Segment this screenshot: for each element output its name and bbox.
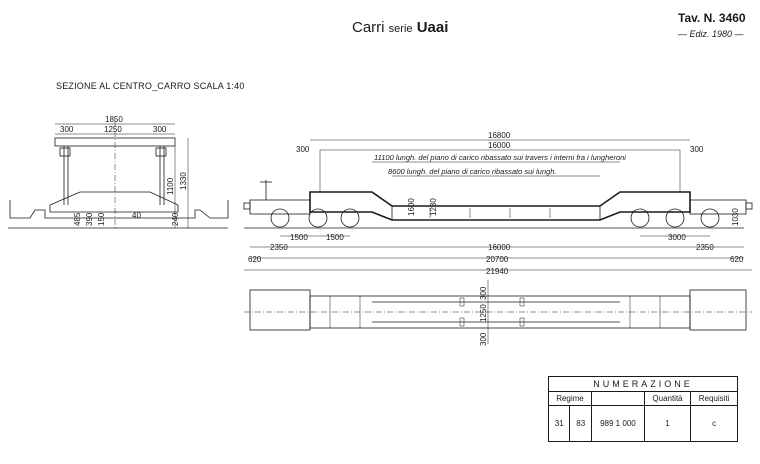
- cross-section-view: 1850 1250 300 300 1100 1330 485 390 150 …: [8, 115, 229, 230]
- title-main: Carri: [352, 19, 385, 36]
- wheel: [665, 208, 685, 228]
- dim-485: 485: [73, 212, 82, 226]
- dim-300-left-side: 300: [296, 145, 310, 154]
- dim-16800: 16800: [488, 131, 511, 140]
- dim-300-right-side: 300: [690, 145, 704, 154]
- end-frame-left: [249, 199, 311, 215]
- dim-1250: 1250: [104, 125, 122, 134]
- section-outline: [9, 200, 229, 219]
- side-elevation-view: 16800 16000 300 300 11100 lungh. del pia…: [243, 131, 753, 276]
- plan-frame: [309, 295, 691, 329]
- drawing-title: Carri serie Uaai: [352, 20, 448, 35]
- wagon-body: [309, 191, 691, 221]
- dim-40: 40: [132, 211, 141, 220]
- dim-16000-center: 16000: [488, 243, 511, 252]
- table-number: Tav. N. 3460: [678, 11, 746, 25]
- col-regime: Regime: [548, 391, 592, 406]
- plan-end-left: [249, 289, 311, 331]
- dim-1500-a: 1500: [290, 233, 308, 242]
- col-quantity: Quantità: [643, 391, 692, 406]
- dim-620-left: 620: [248, 255, 262, 264]
- dim-1500-b: 1500: [326, 233, 344, 242]
- numbering-table: NUMERAZIONE Regime Quantità Requisiti 31…: [547, 376, 738, 442]
- note-8600: 8600 lungh. del piano di carico ribassat…: [388, 167, 556, 176]
- requirements-value: c: [690, 405, 738, 442]
- dim-2350-left: 2350: [270, 243, 288, 252]
- plan-end-right: [689, 289, 747, 331]
- dim-150: 150: [97, 212, 106, 226]
- dim-1850: 1850: [105, 115, 123, 124]
- dim-300-right: 300: [153, 125, 167, 134]
- dim-1230: 1230: [429, 198, 438, 216]
- wheel: [630, 208, 650, 228]
- numbering-heading: NUMERAZIONE: [548, 376, 738, 392]
- plan-dim-300-top: 300: [479, 286, 488, 300]
- dim-300-left: 300: [60, 125, 74, 134]
- note-11100: 11100 lungh. del piano di carico ribassa…: [374, 153, 626, 162]
- plan-view: 300 1250 300: [244, 280, 752, 346]
- dim-20700: 20700: [486, 255, 509, 264]
- wagon-number: 989 1 000: [590, 405, 645, 442]
- col-requirements: Requisiti: [690, 391, 738, 406]
- section-caption: SEZIONE AL CENTRO_CARRO SCALA 1:40: [56, 81, 245, 91]
- dim-2350-right: 2350: [696, 243, 714, 252]
- edition-label: — Ediz. 1980 —: [678, 29, 744, 39]
- wheel: [340, 208, 360, 228]
- quantity-value: 1: [643, 405, 692, 442]
- dim-1100: 1100: [166, 177, 175, 195]
- dim-240: 240: [171, 212, 180, 226]
- wheel: [308, 208, 328, 228]
- col-number: [590, 391, 645, 406]
- dim-390: 390: [85, 212, 94, 226]
- buffer-left: [243, 202, 251, 210]
- dim-21940: 21940: [486, 267, 509, 276]
- wheel: [270, 208, 290, 228]
- dim-1330: 1330: [179, 172, 188, 190]
- dim-3000: 3000: [668, 233, 686, 242]
- buffer-right: [745, 202, 753, 210]
- dim-620-right: 620: [730, 255, 744, 264]
- regime-a: 31: [547, 405, 571, 442]
- title-series: Uaai: [416, 19, 449, 36]
- dim-1600: 1600: [407, 198, 416, 216]
- plan-dim-300-bottom: 300: [479, 332, 488, 346]
- section-platform: [49, 191, 179, 213]
- wheel: [700, 208, 720, 228]
- dim-16000-top: 16000: [488, 141, 511, 150]
- dim-1030: 1030: [731, 208, 740, 226]
- title-small: serie: [388, 23, 413, 35]
- plan-dim-1250: 1250: [479, 304, 488, 322]
- regime-b: 83: [569, 405, 592, 442]
